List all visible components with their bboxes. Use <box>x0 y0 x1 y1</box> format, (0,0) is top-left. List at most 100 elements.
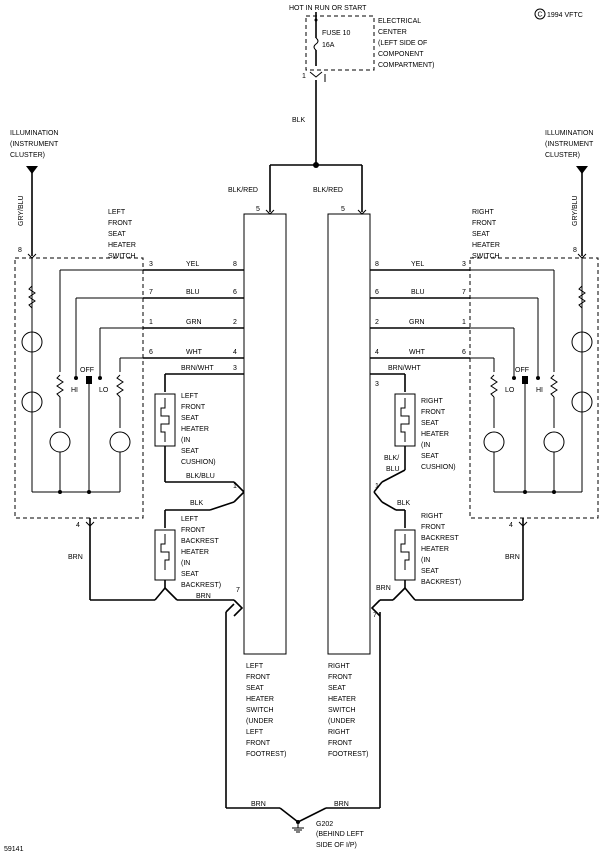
svg-text:6: 6 <box>149 349 153 356</box>
svg-text:OFF: OFF <box>80 367 94 374</box>
svg-text:LEFT: LEFT <box>108 209 126 216</box>
svg-text:SIDE OF I/P): SIDE OF I/P) <box>316 842 357 849</box>
svg-text:6: 6 <box>462 349 466 356</box>
wire-label-blk: BLK <box>292 117 306 124</box>
left-seat-heater-label: LEFT FRONT SEAT HEATER (IN SEAT CUSHION) <box>181 393 216 466</box>
svg-text:1: 1 <box>233 483 237 490</box>
svg-text:8: 8 <box>573 247 577 254</box>
svg-text:BRN: BRN <box>251 801 266 808</box>
svg-text:FRONT: FRONT <box>246 740 271 747</box>
svg-text:3: 3 <box>462 261 466 268</box>
svg-text:FRONT: FRONT <box>108 220 133 227</box>
svg-text:5: 5 <box>256 206 260 213</box>
svg-text:6: 6 <box>375 289 379 296</box>
svg-text:CENTER: CENTER <box>378 29 407 36</box>
svg-text:HEATER: HEATER <box>108 242 136 249</box>
svg-text:SWITCH: SWITCH <box>246 707 274 714</box>
svg-text:BLK/BLU: BLK/BLU <box>186 473 215 480</box>
indicator-lamp-icon <box>21 391 43 413</box>
right-switch-label: RIGHT FRONT SEAT HEATER SWITCH <box>472 209 500 260</box>
svg-text:FRONT: FRONT <box>181 404 206 411</box>
indicator-lamp-icon <box>483 431 505 453</box>
indicator-lamp-icon <box>571 391 593 413</box>
hot-label: HOT IN RUN OR START <box>289 5 367 12</box>
svg-text:FOOTREST): FOOTREST) <box>246 751 286 758</box>
svg-text:HEATER: HEATER <box>421 546 449 553</box>
svg-text:(UNDER: (UNDER <box>328 718 355 725</box>
svg-text:SEAT: SEAT <box>472 231 490 238</box>
connector-icon <box>309 71 323 78</box>
svg-text:SEAT: SEAT <box>421 568 439 575</box>
left-switch-label: LEFT FRONT SEAT HEATER SWITCH <box>108 209 136 260</box>
electrical-center-box <box>305 15 375 71</box>
ground-name: G202 <box>316 821 333 828</box>
svg-text:BLU: BLU <box>411 289 425 296</box>
svg-text:LEFT: LEFT <box>246 729 264 736</box>
svg-text:LEFT: LEFT <box>181 393 199 400</box>
ground-arrow-icon <box>26 166 38 174</box>
svg-text:(LEFT SIDE OF: (LEFT SIDE OF <box>378 40 427 47</box>
left-switch-box <box>14 257 144 519</box>
wire-label-gry-blu-left: GRY/BLU <box>18 195 25 226</box>
svg-text:1: 1 <box>375 483 379 490</box>
svg-text:LEFT: LEFT <box>246 663 264 670</box>
svg-text:WHT: WHT <box>409 349 426 356</box>
illumination-right-label: ILLUMINATION (INSTRUMENT CLUSTER) <box>545 130 594 159</box>
fuse-name: FUSE 10 <box>322 30 351 37</box>
svg-text:SWITCH: SWITCH <box>472 253 500 260</box>
svg-text:8: 8 <box>233 261 237 268</box>
svg-text:8: 8 <box>18 247 22 254</box>
svg-text:2: 2 <box>233 319 237 326</box>
svg-text:RIGHT: RIGHT <box>328 663 351 670</box>
svg-text:BLK: BLK <box>397 500 411 507</box>
svg-text:BRN: BRN <box>68 554 83 561</box>
right-module-label: RIGHT FRONT SEAT HEATER SWITCH (UNDER RI… <box>328 663 368 758</box>
svg-text:FRONT: FRONT <box>181 527 206 534</box>
svg-text:SEAT: SEAT <box>181 571 199 578</box>
indicator-lamp-icon <box>21 331 43 353</box>
svg-text:5: 5 <box>341 206 345 213</box>
wire-label-gry-blu-right: GRY/BLU <box>572 195 579 226</box>
svg-text:HI: HI <box>71 387 78 394</box>
svg-text:OFF: OFF <box>515 367 529 374</box>
indicator-lamp-icon <box>571 331 593 353</box>
right-switch-box <box>469 257 599 519</box>
svg-text:BACKREST): BACKREST) <box>421 579 461 586</box>
svg-text:SEAT: SEAT <box>181 415 199 422</box>
svg-text:HEATER: HEATER <box>472 242 500 249</box>
svg-text:(IN: (IN <box>181 560 190 567</box>
svg-text:SEAT: SEAT <box>421 453 439 460</box>
svg-text:FRONT: FRONT <box>246 674 271 681</box>
svg-text:8: 8 <box>375 261 379 268</box>
electrical-center-label: ELECTRICAL CENTER (LEFT SIDE OF COMPONEN… <box>378 18 435 69</box>
indicator-lamp-icon <box>543 431 565 453</box>
svg-text:1: 1 <box>462 319 466 326</box>
right-seat-heater-label: RIGHT FRONT SEAT HEATER (IN SEAT CUSHION… <box>421 398 456 471</box>
svg-text:SWITCH: SWITCH <box>108 253 136 260</box>
svg-text:LEFT: LEFT <box>181 516 199 523</box>
svg-text:SEAT: SEAT <box>246 685 264 692</box>
svg-text:ELECTRICAL: ELECTRICAL <box>378 18 421 25</box>
svg-text:LO: LO <box>99 387 109 394</box>
svg-text:ILLUMINATION: ILLUMINATION <box>545 130 594 137</box>
svg-text:7: 7 <box>373 612 377 619</box>
svg-text:RIGHT: RIGHT <box>421 398 444 405</box>
svg-text:(INSTRUMENT: (INSTRUMENT <box>545 141 594 148</box>
svg-text:HEATER: HEATER <box>181 549 209 556</box>
svg-text:BLK: BLK <box>190 500 204 507</box>
svg-text:4: 4 <box>509 522 513 529</box>
svg-text:7: 7 <box>462 289 466 296</box>
svg-text:4: 4 <box>233 349 237 356</box>
fuse-icon <box>313 37 319 51</box>
svg-text:SEAT: SEAT <box>181 448 199 455</box>
svg-text:3: 3 <box>149 261 153 268</box>
left-module-box <box>243 213 287 655</box>
svg-text:(IN: (IN <box>421 557 430 564</box>
svg-text:7: 7 <box>236 587 240 594</box>
svg-text:2: 2 <box>375 319 379 326</box>
copyright-icon <box>534 8 546 20</box>
svg-text:CUSHION): CUSHION) <box>181 459 216 466</box>
svg-text:FRONT: FRONT <box>421 524 446 531</box>
left-module-label: LEFT FRONT SEAT HEATER SWITCH (UNDER LEF… <box>246 663 286 758</box>
